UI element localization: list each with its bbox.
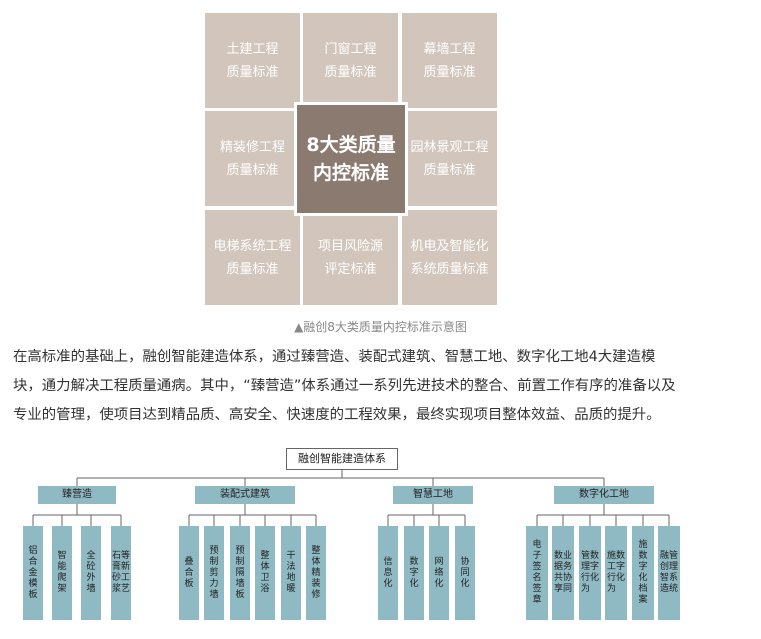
leaf-box: 管理行为数字化 xyxy=(579,526,601,620)
leaf-label: 智能爬架 xyxy=(57,551,67,594)
leaf-label: 整体精装修 xyxy=(311,545,321,600)
leaf-label: 电子签名签章 xyxy=(532,540,542,605)
grid-cell-doors-windows: 门窗工程 质量标准 xyxy=(303,13,398,108)
leaf-box: 干法地暖 xyxy=(281,526,301,620)
leaf-label: 网络化 xyxy=(434,556,444,589)
construction-system-tree: 融创智能建造体系 臻营造 装配式建筑 智慧工地 数字化工地 铝合金模板 智能爬架… xyxy=(0,440,761,639)
leaf-box: 信息化 xyxy=(378,526,398,620)
leaf-label: 管理行为数字化 xyxy=(580,551,600,594)
tree-root: 融创智能建造体系 xyxy=(286,448,398,470)
grid-cell-civil: 土建工程 质量标准 xyxy=(205,13,300,108)
quality-standards-grid: 土建工程 质量标准 门窗工程 质量标准 幕墙工程 质量标准 精装修工程 质量标准… xyxy=(205,13,497,305)
category-digital-site: 数字化工地 xyxy=(554,486,654,504)
leaf-box: 石膏砂浆等新工艺 xyxy=(111,526,131,620)
leaf-label: 铝合金模板 xyxy=(28,545,38,600)
grid-cell-landscape: 园林景观工程 质量标准 xyxy=(402,111,497,206)
figure-caption: ▲融创8大类质量内控标准示意图 xyxy=(294,320,467,334)
leaf-box: 整体卫浴 xyxy=(255,526,275,620)
grid-cell-decoration: 精装修工程 质量标准 xyxy=(205,111,300,206)
leaf-box: 网络化 xyxy=(429,526,449,620)
leaf-box: 协同化 xyxy=(455,526,475,620)
tree-connectors xyxy=(32,470,670,526)
leaf-label: 预制隔墙板 xyxy=(235,545,245,600)
leaf-label: 干法地暖 xyxy=(286,551,296,594)
leaf-box: 叠合板 xyxy=(179,526,199,620)
leaf-label: 预制剪力墙 xyxy=(209,545,219,600)
category-smart-site: 智慧工地 xyxy=(393,486,473,504)
grid-cell-mep: 机电及智能化 系统质量标准 xyxy=(402,210,497,305)
leaf-label: 数字化 xyxy=(409,556,419,589)
grid-cell-elevator: 电梯系统工程 质量标准 xyxy=(205,210,300,305)
leaf-box: 数字化 xyxy=(404,526,424,620)
leaf-label: 整体卫浴 xyxy=(260,551,270,594)
body-paragraph: 在高标准的基础上，融创智能建造体系，通过臻营造、装配式建筑、智慧工地、数字化工地… xyxy=(13,349,676,423)
leaf-label: 融创智造管理系统 xyxy=(659,551,679,594)
grid-center-title: 8大类质量 内控标准 xyxy=(294,102,408,216)
leaf-label: 协同化 xyxy=(460,556,470,589)
leaf-box: 智能爬架 xyxy=(52,526,72,620)
grid-cell-risk: 项目风险源 评定标准 xyxy=(303,210,398,305)
leaf-label: 石膏砂浆等新工艺 xyxy=(111,551,131,594)
leaf-box: 融创智造管理系统 xyxy=(658,526,680,620)
leaf-label: 数据共享业务协同 xyxy=(553,551,573,594)
category-prefab-building: 装配式建筑 xyxy=(195,486,295,504)
leaf-label: 叠合板 xyxy=(184,556,194,589)
leaf-label: 全砼外墙 xyxy=(86,551,96,594)
leaf-box: 整体精装修 xyxy=(306,526,326,620)
leaf-box: 全砼外墙 xyxy=(81,526,101,620)
category-zhen-yingzao: 臻营造 xyxy=(38,486,116,504)
leaf-label: 施数字化档案 xyxy=(638,540,648,605)
leaf-box: 施工行为数字化 xyxy=(605,526,627,620)
leaf-box: 预制剪力墙 xyxy=(204,526,224,620)
leaf-box: 数据共享业务协同 xyxy=(552,526,574,620)
leaf-box: 预制隔墙板 xyxy=(230,526,250,620)
leaf-label: 信息化 xyxy=(383,556,393,589)
grid-cell-curtain-wall: 幕墙工程 质量标准 xyxy=(402,13,497,108)
leaf-box: 电子签名签章 xyxy=(526,526,548,620)
leaf-box: 施数字化档案 xyxy=(632,526,654,620)
leaf-box: 铝合金模板 xyxy=(23,526,43,620)
leaf-label: 施工行为数字化 xyxy=(606,551,626,594)
